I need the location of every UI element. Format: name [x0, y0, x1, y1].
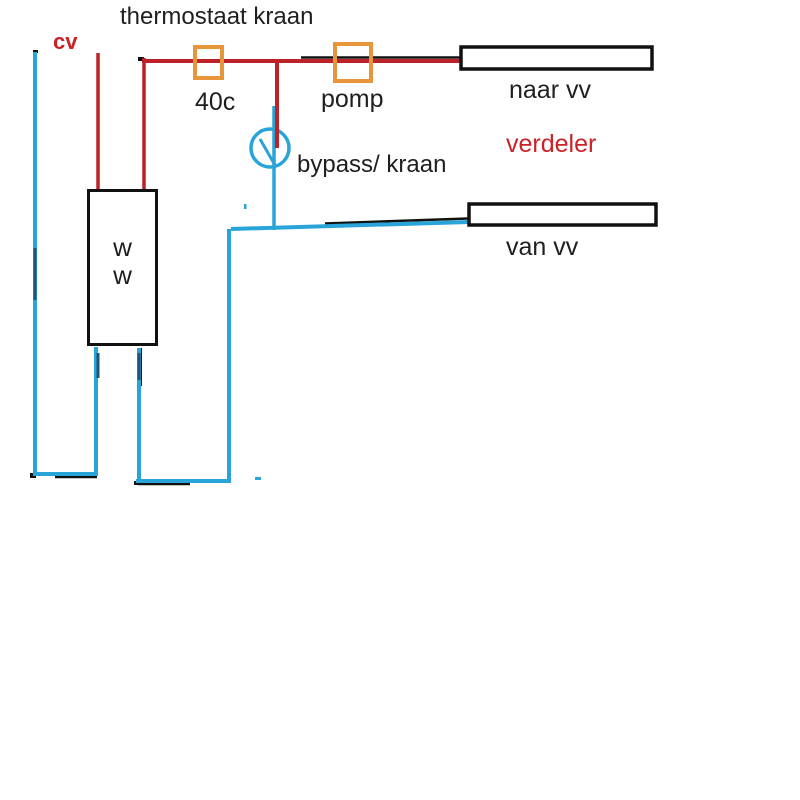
title-thermostat-valve: thermostaat kraan [120, 3, 314, 30]
pump-icon [333, 42, 373, 83]
bypass-label: bypass/ kraan [297, 151, 447, 178]
boiler-box: w w [87, 189, 158, 346]
bypass-valve-handle [258, 138, 278, 168]
verdeler-return-header [467, 202, 658, 227]
to-floor-heating-label: naar vv [509, 76, 591, 104]
boiler-label-line2: w [113, 259, 132, 290]
stray-mark [244, 204, 247, 209]
boiler-label-line1: w [113, 231, 132, 262]
thermostat-valve-icon [193, 45, 224, 80]
bypass-valve-icon [249, 127, 291, 169]
verdeler-supply-header [459, 45, 654, 71]
return-pipe-to-verdeler [230, 220, 470, 231]
from-floor-heating-label: van vv [506, 233, 579, 261]
temp-valve-label: 40c [195, 88, 236, 116]
return-pipe-black-edge [324, 217, 469, 225]
pipe-joint-tick [138, 57, 144, 61]
stray-mark [255, 477, 261, 480]
distributor-label: verdeler [506, 130, 597, 158]
pump-label: pomp [321, 85, 384, 113]
cv-label: cv [53, 29, 78, 54]
pipe-end-cap [33, 50, 38, 53]
